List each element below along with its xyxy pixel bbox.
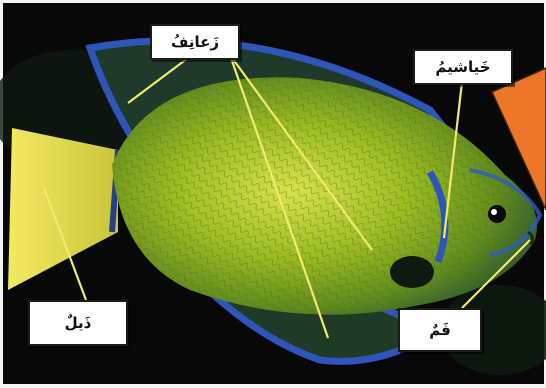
fish-eye xyxy=(488,205,506,223)
label-gills: خَياشيمُ xyxy=(413,49,513,85)
eye-highlight xyxy=(491,209,497,215)
pectoral-fin xyxy=(390,256,434,288)
label-tail: ذَيلٌ xyxy=(28,300,128,346)
label-fins-text: زَعانِفُ xyxy=(171,33,219,51)
label-gills-text: خَياشيمُ xyxy=(435,58,490,76)
label-tail-text: ذَيلٌ xyxy=(65,314,92,332)
label-mouth-text: فَمٌ xyxy=(429,321,451,339)
label-fins: زَعانِفُ xyxy=(150,24,240,60)
label-mouth: فَمٌ xyxy=(398,308,482,352)
